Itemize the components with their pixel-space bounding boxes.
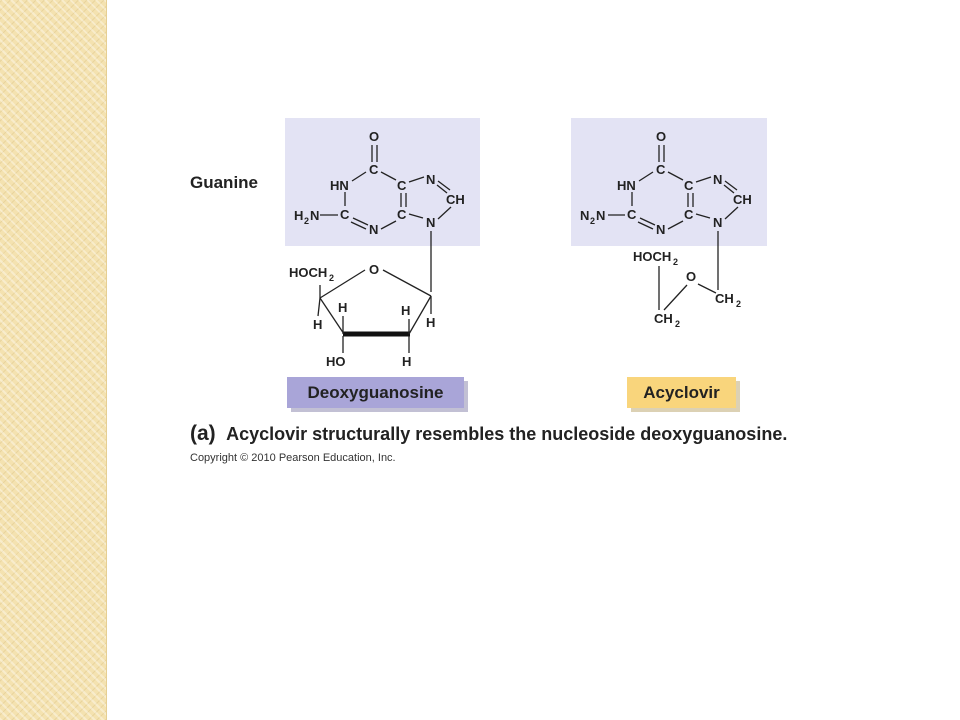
deoxy-sugar-h2: H <box>313 317 322 332</box>
caption: (a) Acyclovir structurally resembles the… <box>190 422 787 445</box>
deoxy-atom-n-top: N <box>426 172 435 187</box>
acy-atom-o: O <box>656 129 666 144</box>
deoxy-atom-c-right: C <box>397 178 407 193</box>
deoxy-atom-hn: HN <box>330 178 349 193</box>
deoxy-sugar-h5: H <box>402 354 411 369</box>
acy-atom-ch: CH <box>733 192 752 207</box>
caption-text: Acyclovir structurally resembles the nuc… <box>226 424 787 444</box>
acy-atom-n2n-sub: 2 <box>590 216 595 226</box>
acyclovir-guanine-box <box>571 118 767 246</box>
acy-atom-c-mid: C <box>684 207 694 222</box>
acy-atom-c-right: C <box>684 178 694 193</box>
copyright-notice: Copyright © 2010 Pearson Education, Inc. <box>190 452 396 464</box>
deoxy-atom-o: O <box>369 129 379 144</box>
acy-atom-n-top: N <box>713 172 722 187</box>
acyclovir-label-bg <box>627 377 736 408</box>
deoxy-atom-c-top: C <box>369 162 379 177</box>
deoxy-sugar-hoch-sub: 2 <box>329 273 334 283</box>
acy-atom-n9: N <box>713 215 722 230</box>
deoxy-atom-h2n-sub: 2 <box>304 216 309 226</box>
acy-chain-hoch: HOCH <box>633 249 671 264</box>
deoxy-atom-n9: N <box>426 215 435 230</box>
deoxy-sugar-ho: HO <box>326 354 346 369</box>
acy-atom-n2n-b: N <box>596 208 605 223</box>
deoxy-atom-h2n-h: H <box>294 208 303 223</box>
deoxyguanosine-structure: O C HN C N CH H 2 N C C N N HOCH 2 <box>289 129 465 369</box>
acyclovir-structure: O C HN C N CH N 2 N C C N N HOCH 2 <box>580 129 752 329</box>
deoxy-sugar-h1: H <box>338 300 347 315</box>
acyclovir-label: Acyclovir <box>643 383 720 402</box>
deoxy-sugar-h3: H <box>401 303 410 318</box>
guanine-label: Guanine <box>190 173 258 192</box>
deoxy-atom-h2n-n: N <box>310 208 319 223</box>
acy-chain-ch2-bottom-sub: 2 <box>675 319 680 329</box>
acy-chain-ch2-bottom: CH <box>654 311 673 326</box>
deoxyguanosine-label: Deoxyguanosine <box>307 383 443 402</box>
acy-atom-hn: HN <box>617 178 636 193</box>
decorative-sidebar <box>0 0 107 720</box>
caption-prefix: (a) <box>190 422 216 445</box>
acy-chain-ch2-right-sub: 2 <box>736 299 741 309</box>
acy-atom-n2n-a: N <box>580 208 589 223</box>
deoxy-atom-c-mid: C <box>397 207 407 222</box>
acy-chain-hoch-sub: 2 <box>673 257 678 267</box>
deoxy-atom-c-left: C <box>340 207 350 222</box>
acy-atom-c-left: C <box>627 207 637 222</box>
acy-chain-o: O <box>686 269 696 284</box>
deoxy-guanine-box <box>285 118 480 246</box>
deoxy-sugar-hoch: HOCH <box>289 265 327 280</box>
deoxy-sugar-o: O <box>369 262 379 277</box>
acy-atom-c-top: C <box>656 162 666 177</box>
deoxy-label-bg <box>287 377 464 408</box>
deoxy-sugar-h4: H <box>426 315 435 330</box>
acy-chain-ch2-right: CH <box>715 291 734 306</box>
deoxy-atom-n-bottom: N <box>369 222 378 237</box>
acy-atom-n-bottom: N <box>656 222 665 237</box>
deoxy-atom-ch: CH <box>446 192 465 207</box>
